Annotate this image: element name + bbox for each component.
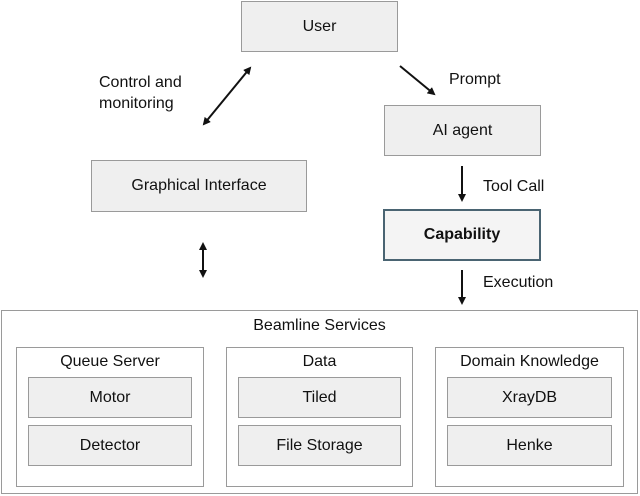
queue-server-title: Queue Server (60, 353, 160, 370)
motor-item: Motor (28, 377, 192, 418)
henke-label: Henke (506, 436, 553, 454)
motor-label: Motor (89, 388, 131, 406)
data-title: Data (302, 353, 337, 370)
xraydb-label: XrayDB (501, 388, 558, 406)
detector-item: Detector (28, 425, 192, 466)
prompt-arrow (399, 65, 436, 96)
domain-knowledge-group: Domain Knowledge XrayDB Henke (435, 347, 624, 487)
queue-server-group: Queue Server Motor Detector (16, 347, 204, 487)
control-monitoring-arrow (202, 66, 252, 126)
file-storage-item: File Storage (238, 425, 401, 466)
control-monitoring-label: Control and monitoring (99, 72, 182, 114)
ai-agent-node: AI agent (384, 105, 541, 156)
beamline-services-title: Beamline Services (253, 317, 386, 334)
henke-item: Henke (447, 425, 612, 466)
control-monitoring-line2: monitoring (99, 95, 174, 112)
domain-knowledge-title: Domain Knowledge (460, 353, 599, 370)
graphical-interface-label: Graphical Interface (131, 177, 267, 194)
tiled-label: Tiled (302, 388, 337, 406)
tool-call-label: Tool Call (483, 178, 545, 195)
detector-label: Detector (79, 436, 141, 454)
user-node: User (241, 1, 398, 52)
graphical-interface-node: Graphical Interface (91, 160, 307, 212)
data-group: Data Tiled File Storage (226, 347, 413, 487)
ai-agent-label: AI agent (432, 121, 493, 139)
execution-label: Execution (483, 274, 554, 291)
prompt-label: Prompt (449, 71, 501, 88)
capability-node: Capability (383, 209, 541, 261)
control-monitoring-line1: Control and (99, 74, 182, 91)
xraydb-item: XrayDB (447, 377, 612, 418)
beamline-services-container: Beamline Services Queue Server Motor Det… (1, 310, 638, 494)
capability-label: Capability (423, 226, 501, 243)
file-storage-label: File Storage (276, 436, 363, 454)
user-label: User (302, 17, 337, 35)
tiled-item: Tiled (238, 377, 401, 418)
